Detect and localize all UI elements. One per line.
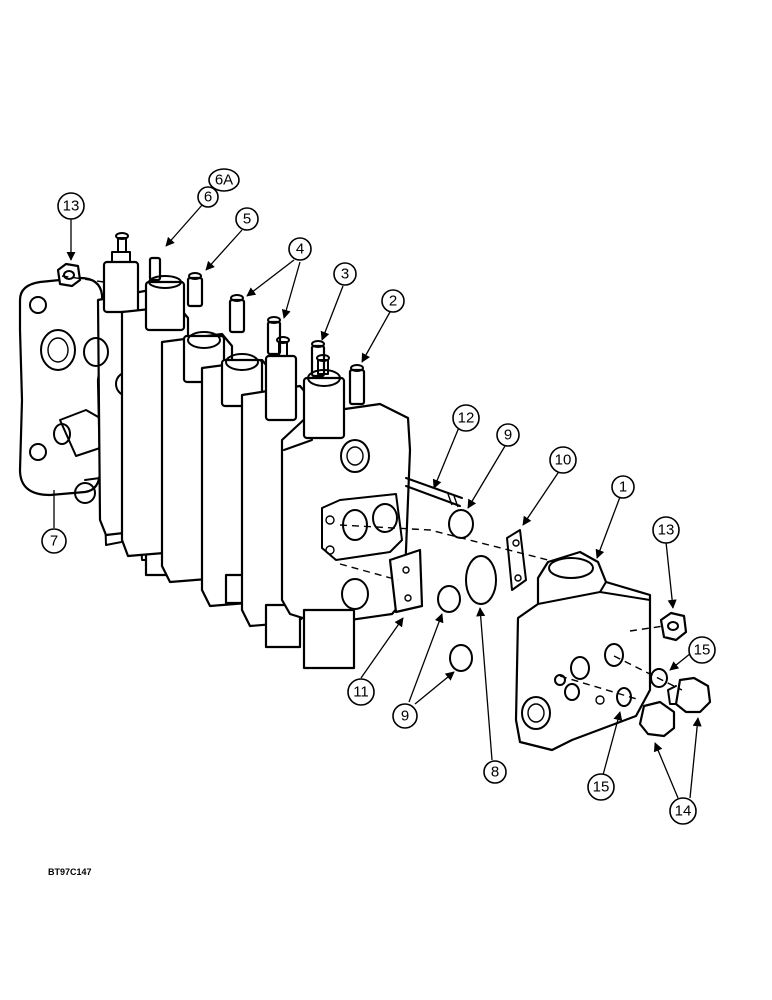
callout-14: 14 bbox=[669, 797, 697, 825]
callout-4: 4 bbox=[288, 237, 312, 261]
svg-text:9: 9 bbox=[504, 427, 512, 444]
svg-text:5: 5 bbox=[243, 211, 251, 228]
callout-10: 10 bbox=[549, 446, 577, 474]
nut-right bbox=[659, 611, 688, 642]
callout-13-right: 13 bbox=[652, 516, 680, 544]
callout-9-top: 9 bbox=[496, 423, 520, 447]
svg-text:12: 12 bbox=[458, 410, 475, 427]
spool-rod bbox=[405, 477, 463, 508]
callout-2: 2 bbox=[381, 289, 405, 313]
svg-text:13: 13 bbox=[658, 522, 675, 539]
gasket-small bbox=[506, 529, 527, 591]
svg-text:6: 6 bbox=[204, 189, 212, 206]
figure-code: BT97C147 bbox=[48, 867, 92, 877]
callout-15-bottom: 15 bbox=[587, 773, 615, 801]
gasket-part bbox=[388, 548, 424, 614]
o-rings bbox=[437, 509, 497, 672]
svg-text:3: 3 bbox=[341, 266, 349, 283]
svg-text:4: 4 bbox=[296, 241, 304, 258]
svg-text:2: 2 bbox=[389, 293, 397, 310]
callout-8: 8 bbox=[483, 760, 507, 784]
callout-6: 6 bbox=[197, 186, 219, 208]
callout-11: 11 bbox=[347, 678, 375, 706]
valve-section-f bbox=[280, 354, 412, 670]
callout-6a: 6A bbox=[208, 168, 240, 192]
valve-bank-assembly bbox=[18, 232, 463, 670]
callout-3: 3 bbox=[333, 262, 357, 286]
svg-text:1: 1 bbox=[619, 479, 627, 496]
callout-1: 1 bbox=[611, 475, 635, 499]
svg-text:9: 9 bbox=[401, 708, 409, 725]
svg-text:7: 7 bbox=[50, 533, 58, 550]
svg-text:8: 8 bbox=[491, 764, 499, 781]
plugs bbox=[638, 676, 712, 738]
callout-7: 7 bbox=[41, 528, 67, 554]
callout-15-top: 15 bbox=[688, 636, 716, 664]
svg-text:10: 10 bbox=[555, 452, 572, 469]
svg-text:15: 15 bbox=[593, 779, 610, 796]
outlet-cover bbox=[514, 550, 652, 752]
svg-text:15: 15 bbox=[694, 642, 711, 659]
svg-text:13: 13 bbox=[63, 198, 80, 215]
svg-text:6A: 6A bbox=[215, 172, 233, 189]
callout-5: 5 bbox=[235, 207, 259, 231]
leaders bbox=[53, 203, 702, 799]
explosion-lines bbox=[61, 275, 683, 701]
svg-text:14: 14 bbox=[675, 803, 692, 820]
callout-13-left: 13 bbox=[57, 192, 85, 220]
svg-text:11: 11 bbox=[353, 684, 369, 701]
nut-left bbox=[56, 262, 82, 288]
callout-12: 12 bbox=[452, 404, 480, 432]
callout-9-bottom: 9 bbox=[392, 703, 418, 729]
